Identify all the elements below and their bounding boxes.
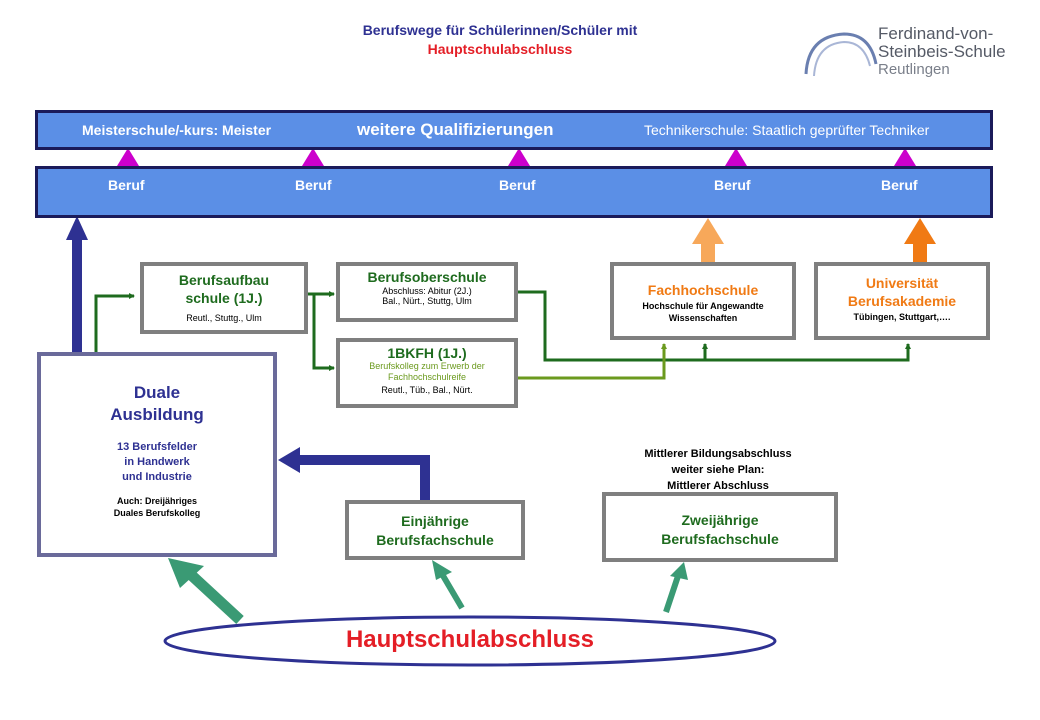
berufsoberschule-title: Berufsoberschule bbox=[367, 269, 487, 285]
universitaet-box: Universität Berufsakademie Tübingen, Stu… bbox=[814, 262, 990, 340]
berufsoberschule-box: Berufsoberschule Abschluss: Abitur (2J.)… bbox=[336, 262, 518, 322]
hsa-to-einjaehrige-arrow bbox=[432, 560, 465, 610]
triangle-5 bbox=[894, 148, 916, 166]
school-logo bbox=[804, 32, 878, 77]
duale-ausbildung-box: Duale Ausbildung 13 Berufsfelder in Hand… bbox=[37, 352, 277, 557]
bkfh-detail-line2: Fachhochschulreife bbox=[387, 372, 467, 382]
fachhochschule-detail: Hochschule für Angewandte Wissenschaften bbox=[614, 300, 792, 324]
zweijaehrige-title-line1: Zweijährige bbox=[681, 512, 759, 528]
fachhochschule-up-arrow bbox=[692, 218, 724, 262]
triangle-1 bbox=[117, 148, 139, 166]
duale-note-line2: Duales Berufskolleg bbox=[113, 508, 201, 518]
bos-to-universitaet-path bbox=[518, 290, 911, 362]
logo-line3: Reutlingen bbox=[878, 61, 950, 78]
universitaet-title-line2: Berufsakademie bbox=[847, 293, 957, 309]
hauptschulabschluss-ellipse bbox=[163, 615, 777, 667]
berufsaufbauschule-title: Berufsaufbau schule (1J.) bbox=[144, 271, 304, 307]
triangle-3 bbox=[508, 148, 530, 166]
mittlerer-note-line2: weiter siehe Plan: bbox=[671, 464, 765, 476]
beruf-label-3: Beruf bbox=[499, 177, 536, 193]
einjaehrige-title-line2: Berufsfachschule bbox=[376, 532, 494, 548]
duale-to-berufsaufbau-path bbox=[94, 293, 135, 352]
bkfh-title: 1BKFH (1J.) bbox=[387, 345, 467, 361]
duale-title: Duale Ausbildung bbox=[41, 382, 273, 426]
duale-detail-line1: 13 Berufsfelder bbox=[116, 441, 198, 453]
berufsaufbau-to-bkfh-path bbox=[312, 294, 335, 371]
olive-paths bbox=[518, 343, 667, 380]
fachhochschule-title: Fachhochschule bbox=[647, 282, 759, 298]
universitaet-up-arrow bbox=[904, 218, 936, 262]
berufsaufbauschule-locations: Reutl., Stuttg., Ulm bbox=[186, 313, 262, 323]
magenta-connector-triangles bbox=[117, 148, 916, 166]
universitaet-title: Universität Berufsakademie bbox=[818, 274, 986, 310]
duale-title-line1: Duale bbox=[133, 383, 181, 402]
bkfh-to-fachhochschule-path bbox=[518, 343, 667, 380]
logo-arc-icon bbox=[804, 32, 878, 75]
bkfh-box: 1BKFH (1J.) Berufskolleg zum Erwerb der … bbox=[336, 338, 518, 408]
hauptschulabschluss-label: Hauptschulabschluss bbox=[345, 626, 595, 653]
duale-detail-line2: in Handwerk bbox=[124, 456, 190, 468]
mittlerer-note-line1: Mittlerer Bildungsabschluss bbox=[644, 448, 792, 460]
zweijaehrige-title: Zweijährige Berufsfachschule bbox=[606, 511, 834, 549]
green-paths bbox=[94, 290, 911, 371]
weitere-qualifizierungen-label: weitere Qualifizierungen bbox=[357, 120, 554, 139]
page-title-line1: Berufswege für Schülerinnen/Schüler mit bbox=[362, 22, 638, 38]
bkfh-locations: Reutl., Tüb., Bal., Nürt. bbox=[381, 385, 473, 395]
bkfh-detail: Berufskolleg zum Erwerb der Fachhochschu… bbox=[340, 361, 514, 383]
triangle-2 bbox=[302, 148, 324, 166]
beruf-label-4: Beruf bbox=[714, 177, 751, 193]
fachhochschule-detail-line1: Hochschule für Angewandte bbox=[642, 301, 764, 311]
qualification-bar bbox=[35, 110, 993, 150]
berufsoberschule-locations: Bal., Nürt., Stuttg, Ulm bbox=[382, 296, 472, 306]
school-logo-text: Ferdinand-von- Steinbeis-Schule Reutling… bbox=[878, 25, 1006, 79]
meisterschule-label: Meisterschule/-kurs: Meister bbox=[82, 122, 272, 138]
fachhochschule-box: Fachhochschule Hochschule für Angewandte… bbox=[610, 262, 796, 340]
technikerschule-label: Technikerschule: Staatlich geprüfter Tec… bbox=[644, 122, 930, 138]
berufsaufbauschule-title-line2: schule (1J.) bbox=[185, 290, 263, 306]
duale-note-line1: Auch: Dreijähriges bbox=[116, 496, 198, 506]
duale-detail-line3: und Industrie bbox=[122, 471, 192, 483]
universitaet-detail: Tübingen, Stuttgart,…. bbox=[853, 312, 951, 322]
beruf-label-5: Beruf bbox=[881, 177, 918, 193]
duale-note: Auch: Dreijähriges Duales Berufskolleg bbox=[41, 495, 273, 519]
page-title-line2: Hauptschulabschluss bbox=[427, 41, 573, 57]
hsa-to-zweijaehrige-arrow bbox=[663, 562, 688, 613]
triangle-4 bbox=[725, 148, 747, 166]
beruf-label-2: Beruf bbox=[295, 177, 332, 193]
fachhochschule-detail-line2: Wissenschaften bbox=[668, 313, 738, 323]
hsa-to-duale-arrow bbox=[168, 558, 244, 625]
logo-line2: Steinbeis-Schule bbox=[878, 42, 1006, 61]
einjaehrige-box: Einjährige Berufsfachschule bbox=[345, 500, 525, 560]
zweijaehrige-box: Zweijährige Berufsfachschule bbox=[602, 492, 838, 562]
berufsoberschule-detail: Abschluss: Abitur (2J.) bbox=[382, 286, 472, 296]
berufsaufbauschule-box: Berufsaufbau schule (1J.) Reutl., Stuttg… bbox=[140, 262, 308, 334]
duale-detail: 13 Berufsfelder in Handwerk und Industri… bbox=[41, 440, 273, 485]
duale-title-line2: Ausbildung bbox=[110, 405, 204, 424]
einjaehrige-title: Einjährige Berufsfachschule bbox=[349, 512, 521, 550]
mittlerer-bildungsabschluss-note: Mittlerer Bildungsabschluss weiter siehe… bbox=[600, 446, 836, 494]
logo-line1: Ferdinand-von- bbox=[878, 24, 994, 43]
beruf-label-1: Beruf bbox=[108, 177, 145, 193]
duale-to-beruf-arrow bbox=[66, 216, 88, 354]
beruf-bar bbox=[35, 166, 993, 218]
einjaehrige-title-line1: Einjährige bbox=[401, 513, 469, 529]
teal-arrows bbox=[168, 558, 688, 625]
bkfh-detail-line1: Berufskolleg zum Erwerb der bbox=[369, 361, 485, 371]
mittlerer-note-line3: Mittlerer Abschluss bbox=[667, 480, 769, 492]
zweijaehrige-title-line2: Berufsfachschule bbox=[661, 531, 779, 547]
berufsaufbauschule-title-line1: Berufsaufbau bbox=[178, 272, 270, 288]
universitaet-title-line1: Universität bbox=[865, 275, 939, 291]
einjaehrige-to-duale-arrow bbox=[278, 447, 430, 501]
